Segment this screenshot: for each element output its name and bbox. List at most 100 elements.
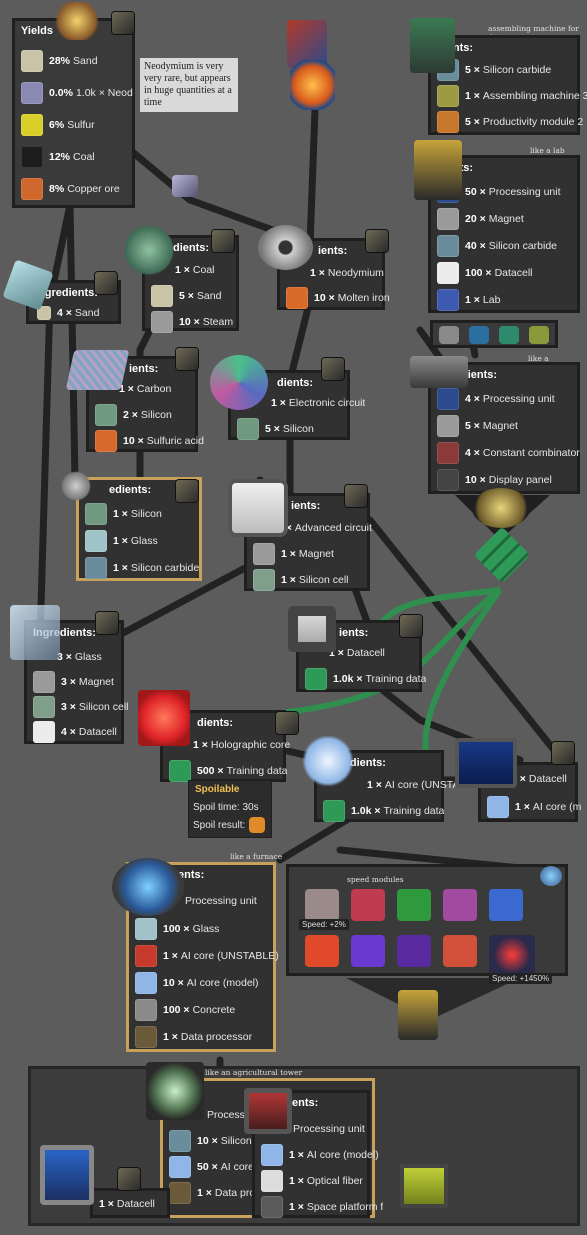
recipe-row: 1 ×Silicon cell [253,568,349,592]
recipe-machine-icon [118,1168,140,1190]
recipe-row: 4 ×Processing unit [437,387,555,411]
data-terminal-icon [40,1145,94,1205]
recipe-row: 1 ×Space platform f [261,1195,383,1219]
ai-core-icon [261,1144,283,1166]
recipe-row: 100 ×Glass [135,917,219,941]
ai-core-icon [135,972,157,994]
space-platform-icon [261,1196,283,1218]
spoil-result: Spoil result: [193,820,246,831]
recipe-row: 4 ×Constant combinator [437,441,580,465]
recipe-row: 1 ×Carbon [119,383,172,395]
silicon-cell-icon [253,569,275,591]
recipe-row: 3 ×Magnet [33,670,114,694]
recipe-row: 1 ×AI core (model) [261,1143,379,1167]
siliconcell-recipe-panel: edients: 1 ×Silicon 1 ×Glass 1 ×Silicon … [76,477,202,581]
recipe-row: 10 ×Silicon c [169,1129,260,1153]
recipe-row: 1 ×Electronic circuit [271,397,366,409]
recipe-row: 1 ×Optical fiber [261,1169,363,1193]
silicon-icon [237,418,259,440]
glass-icon [85,530,107,552]
recipe-row: 10 ×Sulfuric acid [95,429,204,453]
speed-module-icon [305,889,339,921]
assembling-machine-icon [437,85,459,107]
silicon-wafer-icon [210,355,268,410]
recipe-row: 1 ×Datacell [511,773,567,785]
speed-modules-panel: speed modules Speed: +2% Speed: +1450% [286,864,568,984]
lab-recipe-panel: dients: 50 ×Processing unit 20 ×Magnet 4… [428,155,580,313]
foundry-pour-icon [290,60,335,110]
ore-cluster-icon [52,2,102,40]
silicon-carbide-icon [437,235,459,257]
research-lab-icon [414,140,462,200]
datastore-recipe-panel: Ingredients: 3 ×Glass 3 ×Magnet 3 ×Silic… [24,620,129,744]
recipe-row: 5 ×Silicon [237,417,314,441]
silicon-icon [123,225,175,275]
neodymium-ore-icon [21,82,43,104]
display-panel-icon [437,469,459,491]
recipe-row: 1 ×Holographic core [193,739,291,751]
circuit-chip-icon [244,1088,292,1134]
training-data-icon [305,668,327,690]
processing-unit-icon [437,388,459,410]
recipe-row: 1 ×Datacell [99,1198,155,1210]
speed-note: speed modules [347,875,404,884]
tower-machine-icon [146,1062,204,1120]
silicon-carbide-icon [65,350,130,390]
lab-note: like a lab [530,146,565,155]
speed-label-last: Speed: +1450% [489,973,553,984]
recipe-row: 1 ×Magnet [253,542,334,566]
recipe-machine-icon [212,230,234,252]
training-data-icon [169,760,191,782]
recipe-row: 1 ×AI core (m [487,795,581,819]
holo-recipe-panel: dients: 1 ×Holographic core 500 ×Trainin… [160,710,290,782]
speed-module-icon [351,889,385,921]
recipe-row: 1 ×Silicon [85,502,162,526]
spoil-time: Spoil time: 30s [193,802,259,813]
recipe-row: 1 ×Glass [85,529,158,553]
yield-row-coal: 12%Coal [21,145,95,169]
speed-module-icon [305,935,339,967]
speed-module-icon [443,889,477,921]
recipe-row: 1 ×Datacell [329,647,385,659]
recipe-machine-icon [176,480,198,502]
yield-row-neodymium: 0.0%1.0k × Neod [21,81,141,105]
magnet-icon [437,208,459,230]
sulfuric-acid-icon [95,430,117,452]
steam-icon [151,311,173,333]
ai-core-icon [302,735,354,787]
recipe-machine-icon [96,612,118,634]
neodymium-ore-icon [172,175,198,197]
datacell-icon [437,262,459,284]
speed-module-icon [489,889,523,921]
science-pack-strip [430,320,558,348]
mining-drill-icon [112,12,134,34]
sand-icon [151,285,173,307]
spoil-title: Spoilable [195,784,240,795]
recipe-row: Processing unit [293,1123,365,1135]
ai-core-icon [169,1156,191,1178]
recipe-row: 2 ×Silicon [95,403,172,427]
training-data-icon [323,800,345,822]
carbide-recipe-panel: ients: 1 ×Carbon 2 ×Silicon 10 ×Sulfuric… [86,356,204,452]
recipe-row: 40 ×Silicon carbide [437,234,557,258]
pumpjack-recipe-panel: dients: 4 ×Processing unit 5 ×Magnet 4 ×… [428,362,580,494]
recipe-row: 1 ×Data proc [169,1181,260,1205]
silicon-icon [85,503,107,525]
data-processor-icon [169,1182,191,1204]
molten-iron-icon [286,287,308,309]
recipe-row: 3 ×Silicon cell [33,695,129,719]
recipe-row: 1 ×Silicon carbide [85,556,199,580]
space-display-icon [400,1164,448,1208]
recipe-row: Processing unit [185,895,257,907]
yield-row-sand: 28%Sand [21,49,98,73]
recipe-machine-icon [345,485,367,507]
datacell-icon [232,483,284,533]
productivity-module-icon [437,111,459,133]
ai-monitor-icon [455,738,517,788]
recipe-machine-icon [366,230,388,252]
data-pump-icon [410,356,468,388]
copper-ore-icon [21,178,43,200]
sand-icon [21,50,43,72]
data-terminal-icon [288,606,336,652]
sulfur-icon [21,114,43,136]
